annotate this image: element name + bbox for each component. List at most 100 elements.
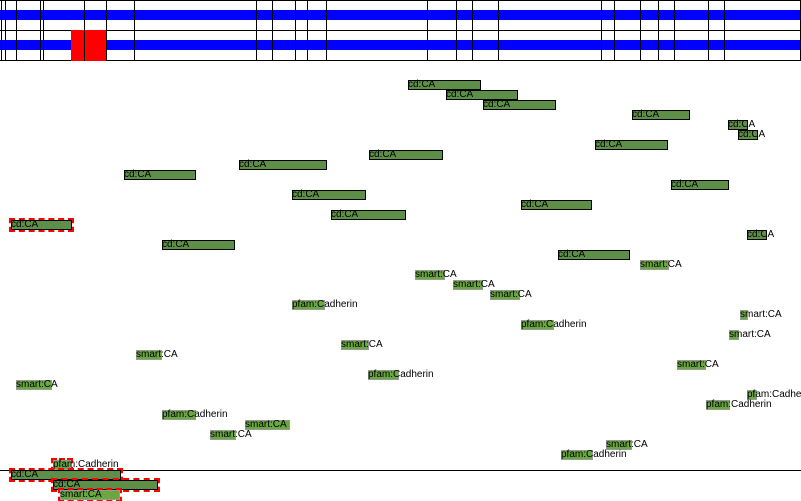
track-divider <box>674 0 675 61</box>
pfam-domain[interactable]: pfam:Cadherin <box>368 370 434 380</box>
track-divider <box>84 0 85 61</box>
pfam-domain[interactable]: pfam:Cadherin <box>561 450 627 460</box>
track-line <box>0 60 801 61</box>
smart-domain[interactable]: smart:CA <box>415 270 457 280</box>
track-divider <box>43 0 44 61</box>
cd-domain[interactable]: cd:CA <box>124 170 196 180</box>
domain-label: cd:CA <box>728 119 756 130</box>
pfam-domain[interactable]: pfam:Cadherin <box>747 390 801 400</box>
smart-domain[interactable]: smart:CA <box>453 280 495 290</box>
overview-track[interactable] <box>0 0 801 61</box>
domain-label: smart:CA <box>740 309 782 320</box>
cd-domain-highlighted[interactable]: cd:CA <box>9 468 123 482</box>
track-divider <box>106 0 107 61</box>
domain-label: pfam:Cadherin <box>162 409 228 420</box>
track-line <box>0 30 801 31</box>
track-divider <box>295 0 296 61</box>
cd-domain[interactable]: cd:CA <box>369 150 443 160</box>
domain-label: cd:CA <box>558 249 586 260</box>
track-divider <box>326 0 327 61</box>
domain-label: cd:CA <box>671 179 699 190</box>
cd-domain[interactable]: cd:CA <box>408 80 481 90</box>
domain-label: smart:CA <box>415 269 457 280</box>
domain-label: cd:CA <box>408 79 436 90</box>
cd-domain-highlighted[interactable]: cd:CA <box>51 478 160 492</box>
track-divider <box>307 0 308 61</box>
track-divider <box>472 0 473 61</box>
domain-label: pfam:Cadherin <box>292 299 358 310</box>
domain-label: pfam:Cadherin <box>747 389 801 400</box>
pfam-domain[interactable]: pfam:Cadherin <box>706 400 772 410</box>
domain-label: smart:CA <box>490 289 532 300</box>
domain-label: pfam:Cadherin <box>53 459 119 470</box>
smart-domain[interactable]: smart:CA <box>729 330 771 340</box>
domain-label: cd:CA <box>292 189 320 200</box>
cd-domain[interactable]: cd:CA <box>671 180 729 190</box>
pfam-domain-highlighted[interactable]: pfam:Cadherin <box>51 458 119 472</box>
cd-domain[interactable]: cd:CA <box>292 190 366 200</box>
smart-domain[interactable]: smart:CA <box>606 440 648 450</box>
track-divider <box>658 0 659 61</box>
smart-domain[interactable]: smart:CA <box>341 340 383 350</box>
smart-domain[interactable]: smart:CA <box>245 420 290 430</box>
smart-domain[interactable]: smart:CA <box>677 360 719 370</box>
cd-domain[interactable]: cd:CA <box>595 140 668 150</box>
domain-label: smart:CA <box>60 489 102 500</box>
track-line <box>0 0 801 1</box>
selection-marker[interactable] <box>71 30 106 61</box>
domain-label: cd:CA <box>331 209 359 220</box>
domain-label: pfam:Cadherin <box>521 319 587 330</box>
cd-domain[interactable]: cd:CA <box>446 90 518 100</box>
smart-domain[interactable]: smart:CA <box>210 430 252 440</box>
domain-label: cd:CA <box>595 139 623 150</box>
domain-label: smart:CA <box>677 359 719 370</box>
domain-label: pfam:Cadherin <box>706 399 772 410</box>
domain-label: cd:CA <box>11 219 39 230</box>
smart-domain[interactable]: smart:CA <box>490 290 532 300</box>
smart-domain[interactable]: smart:CA <box>740 310 782 320</box>
cd-domain[interactable]: cd:CA <box>738 130 765 140</box>
domain-label: cd:CA <box>446 89 474 100</box>
track-divider <box>5 0 6 61</box>
cd-domain[interactable]: cd:CA <box>483 100 556 110</box>
domain-label: smart:CA <box>341 339 383 350</box>
sequence-band-1 <box>0 10 801 20</box>
domain-label: smart:CA <box>16 379 58 390</box>
smart-domain[interactable]: smart:CA <box>136 350 178 360</box>
domain-label: cd:CA <box>632 109 660 120</box>
domain-label: cd:CA <box>483 99 511 110</box>
pfam-domain[interactable]: pfam:Cadherin <box>162 410 228 420</box>
cd-domain[interactable]: cd:CA <box>558 250 630 260</box>
cd-domain[interactable]: cd:CA <box>331 210 406 220</box>
pfam-domain[interactable]: pfam:Cadherin <box>521 320 587 330</box>
cd-domain[interactable]: cd:CA <box>728 120 755 130</box>
track-divider <box>601 0 602 61</box>
domain-label: pfam:Cadherin <box>368 369 434 380</box>
track-divider <box>708 0 709 61</box>
domain-label: smart:CA <box>606 439 648 450</box>
cd-domain[interactable]: cd:CA <box>632 110 690 120</box>
domain-label: cd:CA <box>53 479 81 490</box>
track-divider <box>272 0 273 61</box>
domain-label: pfam:Cadherin <box>561 449 627 460</box>
track-divider <box>724 0 725 61</box>
baseline <box>0 470 801 471</box>
smart-domain[interactable]: smart:CA <box>16 380 58 390</box>
smart-domain-highlighted[interactable]: smart:CA <box>58 488 122 501</box>
domain-label: cd:CA <box>239 159 267 170</box>
domain-label: smart:CA <box>453 279 495 290</box>
cd-domain-highlighted[interactable]: cd:CA <box>9 218 74 232</box>
cd-domain[interactable]: cd:CA <box>162 240 235 250</box>
domain-label: cd:CA <box>162 239 190 250</box>
pfam-domain[interactable]: pfam:Cadherin <box>292 300 358 310</box>
track-divider <box>456 0 457 61</box>
sequence-band-2 <box>0 40 801 50</box>
cd-domain[interactable]: cd:CA <box>747 230 774 240</box>
track-divider <box>498 0 499 61</box>
cd-domain[interactable]: cd:CA <box>239 160 327 170</box>
smart-domain[interactable]: smart:CA <box>640 260 682 270</box>
domain-label: cd:CA <box>369 149 397 160</box>
track-divider <box>16 0 17 61</box>
domain-label: cd:CA <box>124 169 152 180</box>
cd-domain[interactable]: cd:CA <box>521 200 592 210</box>
